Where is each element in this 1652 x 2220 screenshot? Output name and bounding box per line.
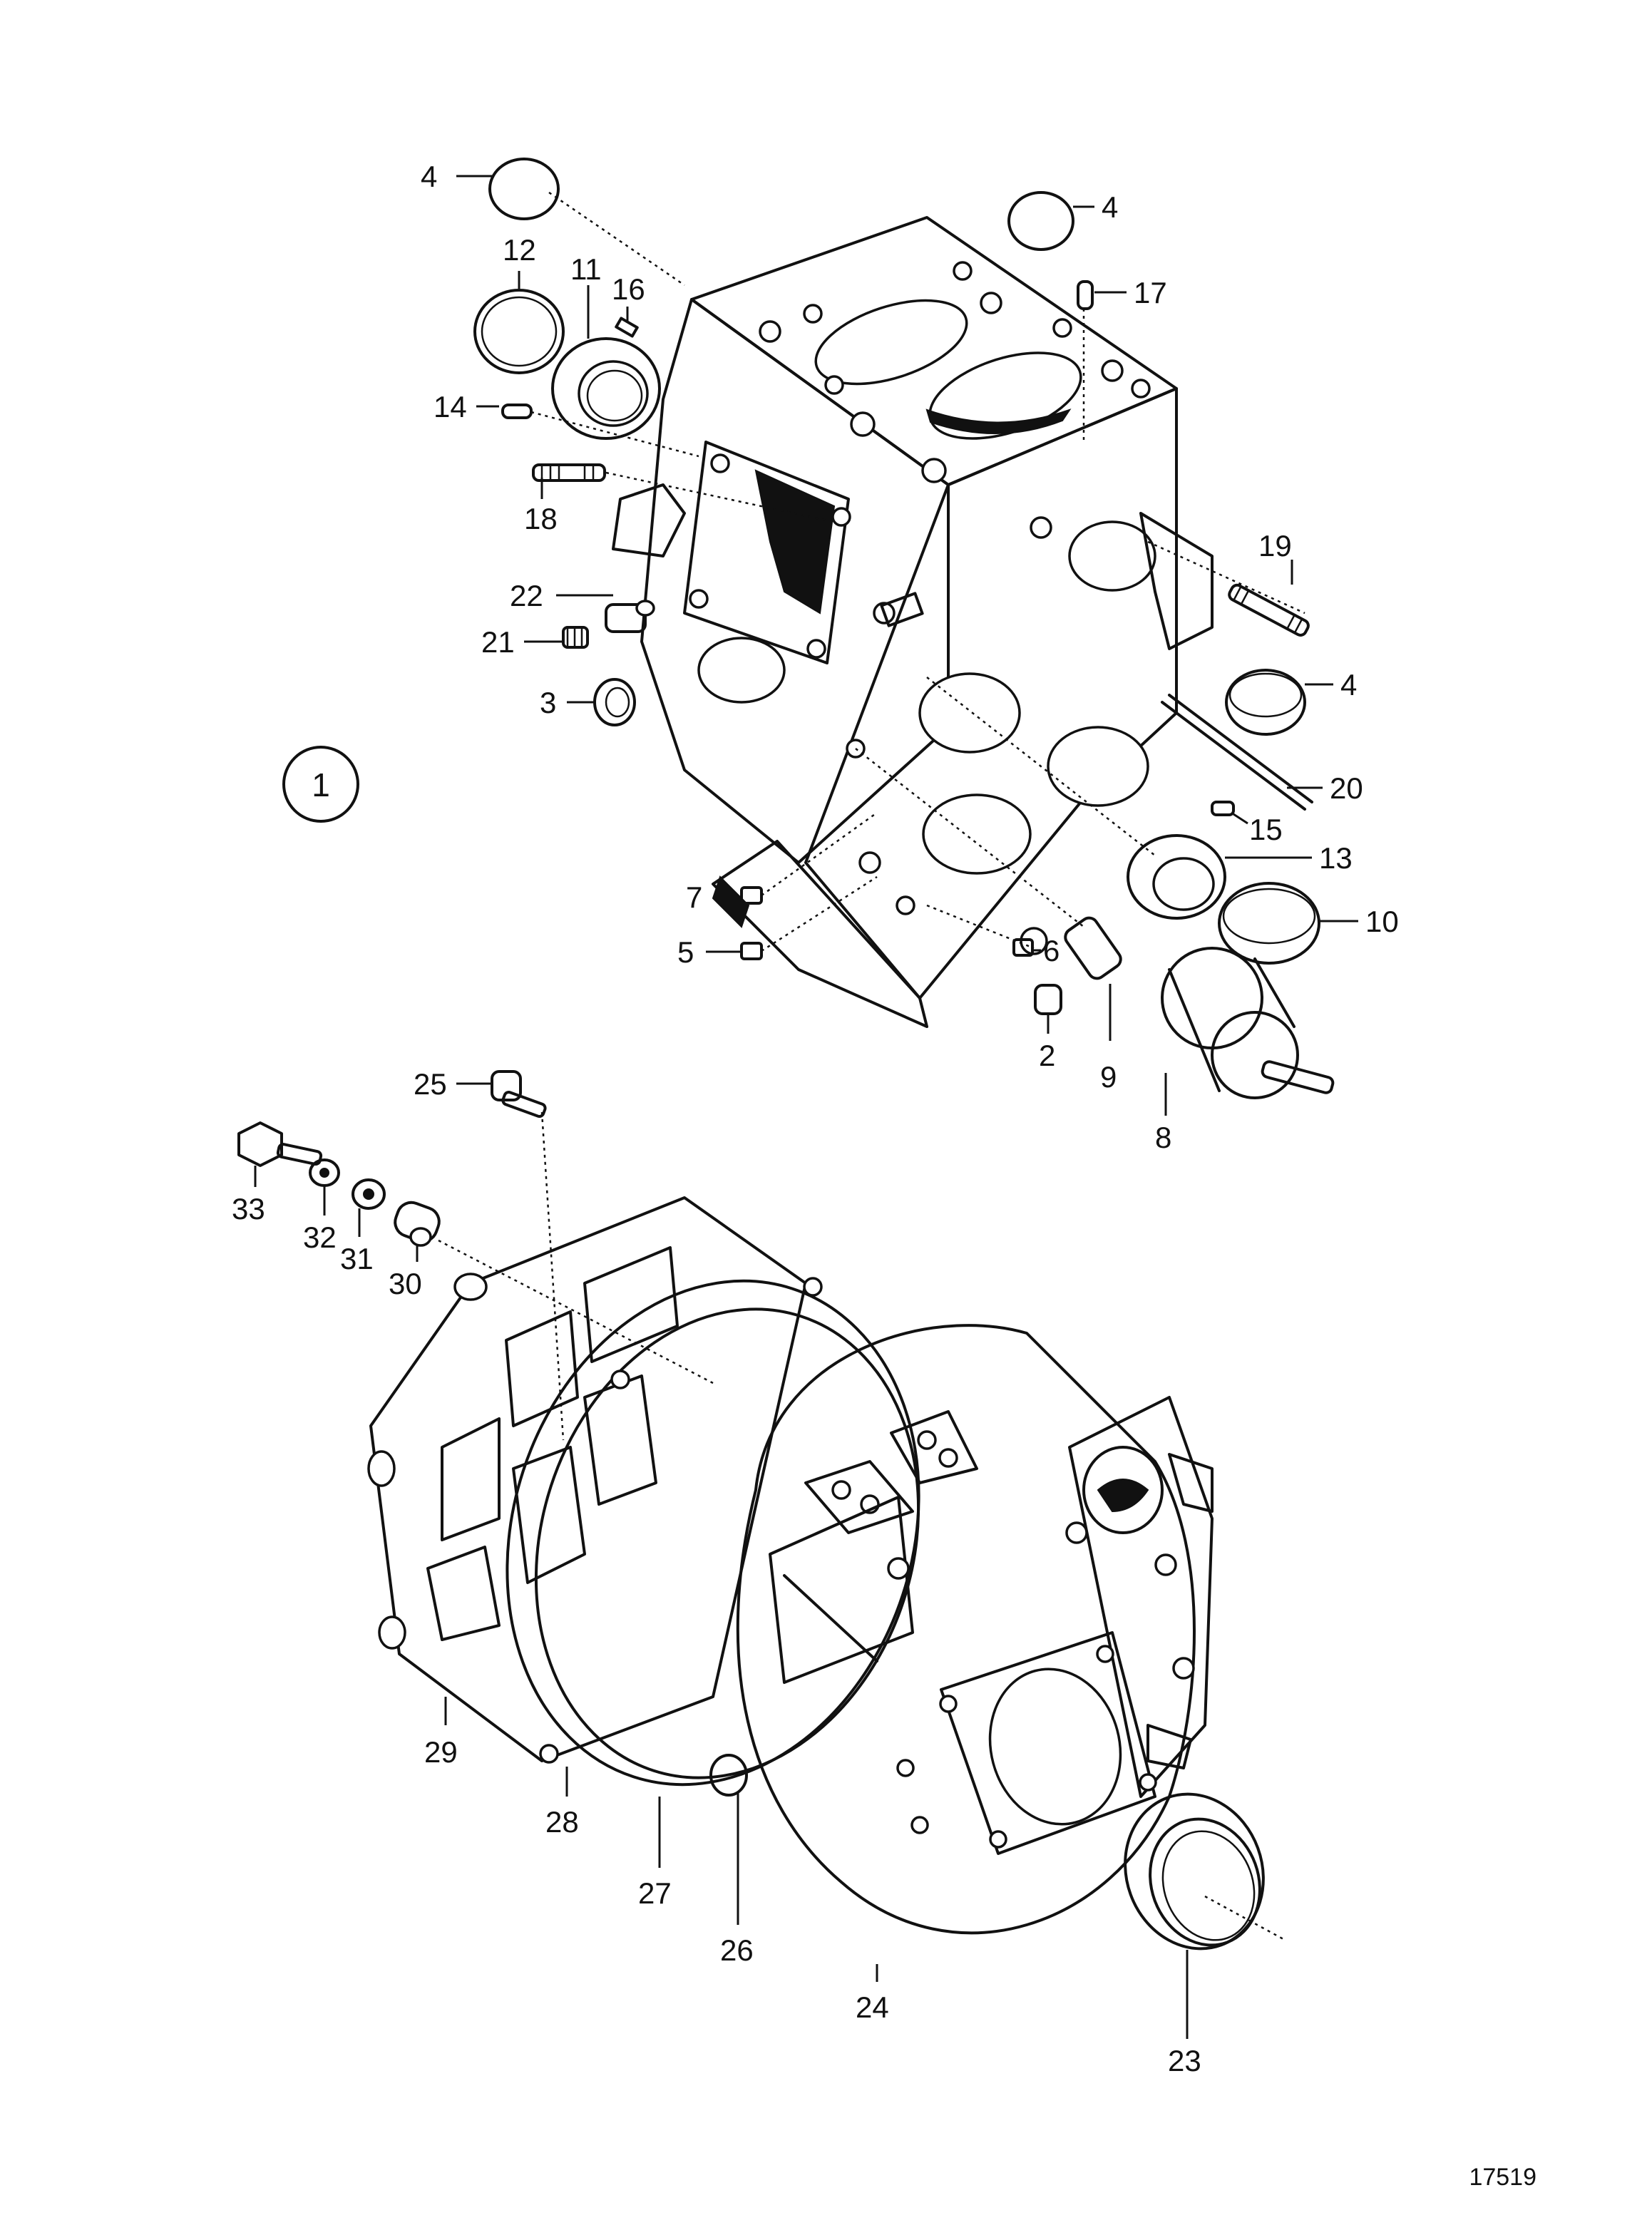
callout-18: 18 — [524, 502, 558, 535]
dowel-14 — [501, 404, 533, 419]
plug-5 — [740, 942, 763, 960]
callout-25: 25 — [414, 1067, 447, 1101]
bush-2 — [1034, 984, 1062, 1015]
spacer-30 — [394, 1201, 441, 1247]
callout-3: 3 — [540, 686, 556, 719]
callout-20: 20 — [1330, 771, 1363, 805]
callout-12: 12 — [503, 233, 536, 267]
seal-23 — [1124, 1792, 1265, 1951]
lower-small-parts — [237, 1070, 1284, 1951]
callout-17: 17 — [1134, 276, 1167, 309]
callout-29: 29 — [424, 1735, 458, 1769]
callout-4a: 4 — [421, 160, 437, 193]
callout-4c: 4 — [1340, 668, 1357, 702]
callout-7: 7 — [686, 880, 702, 914]
callout-22: 22 — [510, 579, 543, 612]
callout-2: 2 — [1039, 1039, 1055, 1072]
callout-8: 8 — [1155, 1121, 1171, 1154]
gearbox-housing — [612, 216, 1214, 1028]
upper-small-parts — [473, 158, 1335, 1099]
plug-10 — [1218, 882, 1320, 965]
callout-16: 16 — [612, 272, 645, 306]
dowel-15 — [1211, 801, 1235, 816]
callout-5: 5 — [677, 935, 694, 969]
pin-16 — [615, 317, 639, 338]
bearing-13 — [1127, 834, 1226, 920]
stud-19 — [1228, 583, 1310, 637]
callout-13: 13 — [1319, 841, 1353, 875]
plug-26 — [709, 1754, 748, 1797]
screw-25 — [491, 1070, 547, 1119]
bolt-33 — [237, 1121, 323, 1167]
stud-20 — [1161, 701, 1306, 811]
callout-32: 32 — [303, 1221, 337, 1254]
callout-6: 6 — [1043, 934, 1060, 967]
figure-number-badge: 1 — [282, 746, 359, 823]
circlip-12 — [473, 289, 565, 374]
callout-15: 15 — [1249, 813, 1283, 846]
stud-18 — [532, 463, 606, 482]
shaft-8 — [1161, 947, 1335, 1099]
callout-31: 31 — [340, 1242, 374, 1275]
plug-4a — [488, 158, 560, 220]
callout-11: 11 — [570, 252, 602, 286]
callout-24: 24 — [856, 1990, 889, 2024]
callouts: 4 4 4 12 11 16 17 14 18 19 22 21 3 20 15… — [232, 160, 1399, 2077]
plug-4c — [1225, 669, 1306, 736]
callout-28: 28 — [545, 1805, 579, 1839]
nipple-22 — [605, 600, 655, 633]
plug-4b — [1007, 191, 1074, 251]
washer-31 — [352, 1178, 386, 1210]
callout-21: 21 — [481, 625, 515, 659]
callout-9: 9 — [1100, 1060, 1117, 1094]
pin-9 — [1064, 916, 1122, 980]
bearing-11 — [551, 337, 661, 440]
callout-30: 30 — [389, 1267, 422, 1300]
callout-26: 26 — [720, 1933, 754, 1967]
callout-19: 19 — [1258, 529, 1292, 562]
callout-10: 10 — [1365, 905, 1399, 938]
callout-4b: 4 — [1102, 190, 1118, 224]
plug-6 — [1012, 938, 1034, 957]
pin-17 — [1077, 280, 1094, 310]
callout-33: 33 — [232, 1192, 265, 1225]
drawing-reference-number: 17519 — [1469, 2164, 1536, 2191]
flywheel-housing — [367, 1196, 1214, 1935]
callout-23: 23 — [1168, 2044, 1201, 2077]
callout-14: 14 — [433, 390, 467, 423]
callout-27: 27 — [638, 1876, 672, 1910]
figure-number: 1 — [312, 766, 330, 803]
